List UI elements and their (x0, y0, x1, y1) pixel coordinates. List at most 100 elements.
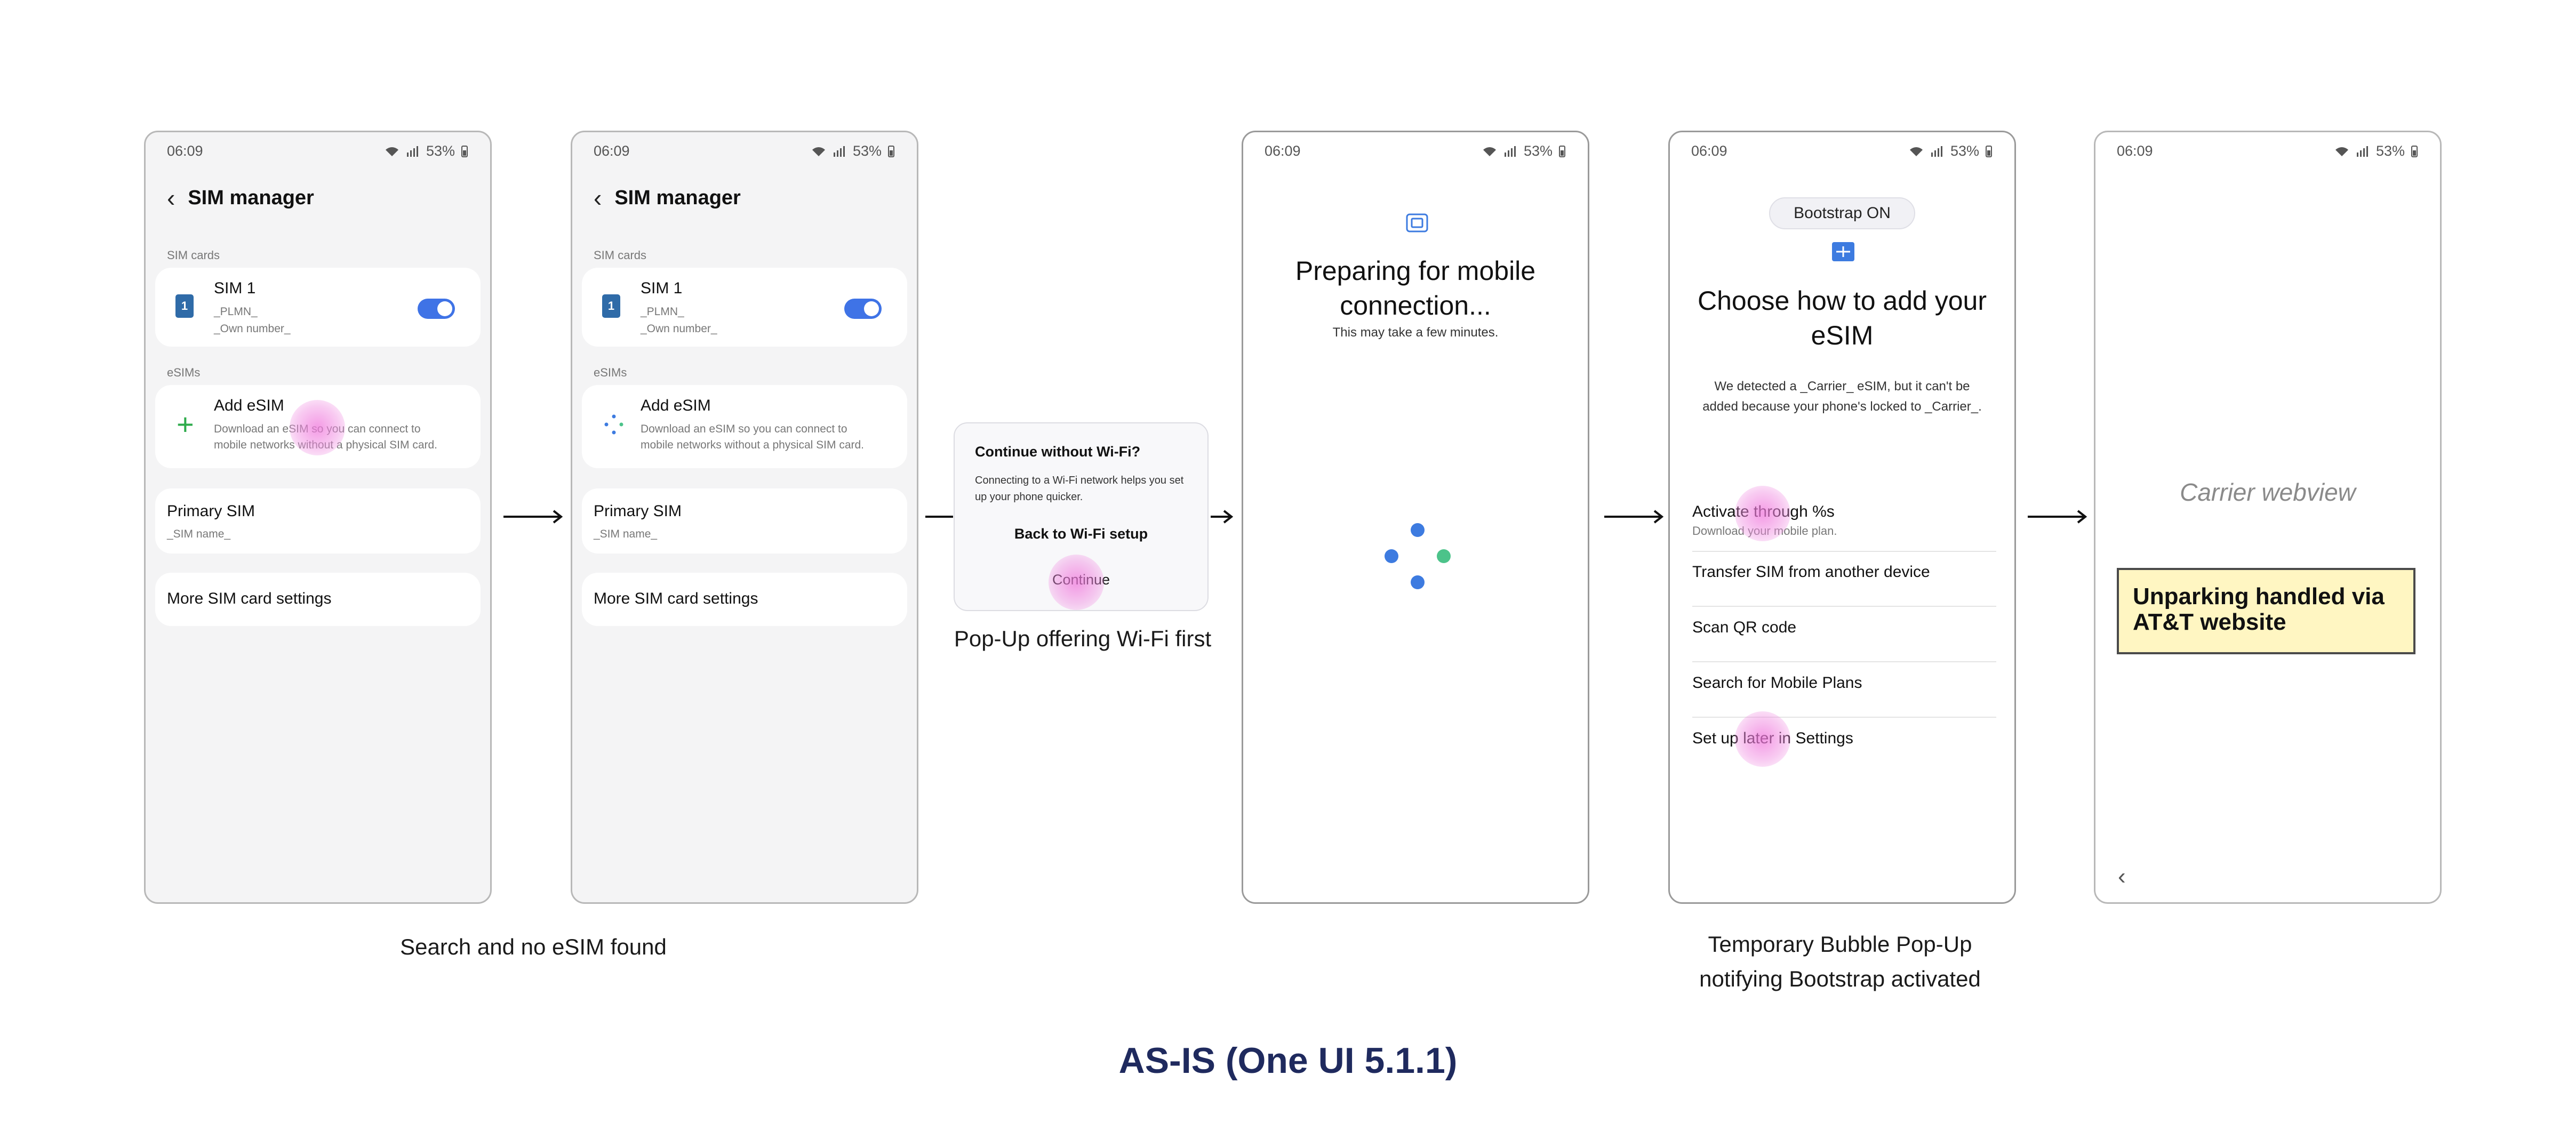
battery-icon (461, 145, 468, 157)
primary-sim-label: Primary SIM (167, 502, 255, 520)
battery-icon (1986, 145, 1992, 157)
section-label-sim-cards: SIM cards (594, 248, 647, 262)
option-set-up-later[interactable]: Set up later in Settings (1692, 729, 1853, 747)
dialog-body: Connecting to a Wi-Fi network helps you … (975, 475, 1184, 503)
option-scan-qr[interactable]: Scan QR code (1692, 619, 1797, 636)
option-activate-sublabel: Download your mobile plan. (1692, 524, 1837, 538)
status-time: 06:09 (594, 143, 630, 159)
more-sim-settings-label: More SIM card settings (167, 590, 332, 607)
option-activate-label: Activate through %s (1692, 503, 1835, 520)
screen-header: ‹ SIM manager (594, 186, 741, 210)
section-label-esims: eSIMs (167, 366, 201, 379)
phone-screen-preparing: 06:09 53% Preparing for mobile connectio… (1242, 131, 1589, 904)
add-esim-desc-2: mobile networks without a physical SIM c… (641, 439, 865, 451)
bootstrap-bubble: Bootstrap ON (1769, 197, 1915, 229)
status-time: 06:09 (1265, 143, 1301, 159)
add-esim-title: Add eSIM (214, 397, 284, 414)
battery-icon (888, 145, 894, 157)
primary-sim-name: _SIM name_ (167, 528, 231, 540)
add-esim-card[interactable]: Add eSIM Download an eSIM so you can con… (582, 385, 907, 468)
status-time: 06:09 (167, 143, 203, 159)
back-arrow-icon[interactable]: ‹ (594, 184, 602, 212)
wifi-icon (2335, 147, 2348, 156)
status-bar: 06:09 53% (2095, 132, 2440, 164)
option-activate-through[interactable]: Activate through %s Download your mobile… (1692, 503, 1996, 538)
caption-bootstrap-line-1: Temporary Bubble Pop-Up (1708, 932, 1972, 957)
arrow-right-icon (503, 510, 563, 524)
option-search-plans[interactable]: Search for Mobile Plans (1692, 674, 1862, 692)
choose-title-line-1: Choose how to add your (1697, 286, 1987, 316)
sim1-number: _Own number_ (641, 323, 717, 335)
preparing-title-line-2: connection... (1340, 291, 1491, 320)
wifi-icon (812, 147, 825, 156)
esim-chip-icon (1832, 242, 1854, 261)
sim1-name: SIM 1 (641, 279, 683, 297)
sim1-number: _Own number_ (214, 323, 291, 335)
section-label-sim-cards: SIM cards (167, 248, 220, 262)
signal-icon (1931, 146, 1942, 157)
sticky-note: Unparking handled via AT&T website (2117, 568, 2415, 654)
add-esim-desc-2: mobile networks without a physical SIM c… (214, 439, 438, 451)
sim1-toggle[interactable] (418, 299, 455, 319)
sim1-toggle[interactable] (844, 299, 882, 319)
sim1-plmn: _PLMN_ (641, 306, 684, 318)
preparing-title: Preparing for mobile connection... (1243, 254, 1588, 323)
choose-description-line-1: We detected a _Carrier_ eSIM, but it can… (1714, 379, 1970, 394)
preparing-title-line-1: Preparing for mobile (1295, 256, 1536, 286)
arrow-right-icon (925, 510, 1234, 524)
back-to-wifi-button[interactable]: Back to Wi-Fi setup (1014, 526, 1148, 542)
wifi-icon (1909, 147, 1923, 156)
sim1-name: SIM 1 (214, 279, 256, 297)
add-esim-card[interactable]: + Add eSIM Download an eSIM so you can c… (155, 385, 481, 468)
phone-screen-choose-esim: 06:09 53% Bootstrap ON Choose how to add… (1668, 131, 2016, 904)
signal-icon (2356, 146, 2368, 157)
continue-button[interactable]: Continue (1052, 572, 1110, 588)
more-sim-settings-label: More SIM card settings (594, 590, 758, 607)
sim1-card[interactable]: 1 SIM 1 _PLMN_ _Own number_ (582, 268, 907, 347)
arrow-right-icon (1604, 510, 1664, 524)
battery-percent: 53% (1950, 143, 1979, 159)
divider (1692, 606, 1996, 607)
battery-percent: 53% (2375, 143, 2405, 159)
signal-icon (1504, 146, 1516, 157)
screen-header: ‹ SIM manager (167, 186, 314, 210)
choose-title-line-2: eSIM (1811, 320, 1874, 350)
phone-screen-sim-manager-2: 06:09 53% ‹ SIM manager SIM cards 1 SIM … (571, 131, 918, 904)
status-bar: 06:09 53% (572, 132, 917, 164)
sim-card-icon: 1 (602, 294, 620, 318)
sim-card-icon: 1 (175, 294, 194, 318)
phone-screen-sim-manager-1: 06:09 53% ‹ SIM manager SIM cards 1 SIM … (144, 131, 492, 904)
status-time: 06:09 (1691, 143, 1727, 159)
caption-popup-wifi: Pop-Up offering Wi-Fi first (954, 626, 1212, 651)
option-transfer-sim[interactable]: Transfer SIM from another device (1692, 563, 1930, 581)
back-arrow-icon[interactable]: ‹ (167, 184, 175, 212)
add-esim-desc-1: Download an eSIM so you can connect to (641, 423, 847, 435)
wifi-icon (1483, 147, 1496, 156)
caption-bootstrap-line-2: notifying Bootstrap activated (1699, 966, 1981, 992)
loading-dots-icon (604, 414, 623, 435)
status-time: 06:09 (2117, 143, 2153, 159)
loading-dots-icon (1385, 523, 1451, 589)
more-sim-settings-card[interactable]: More SIM card settings (155, 573, 481, 626)
battery-percent: 53% (1523, 143, 1553, 159)
section-label-esims: eSIMs (594, 366, 627, 379)
preparing-subtitle: This may take a few minutes. (1332, 325, 1499, 340)
battery-icon (1559, 145, 1565, 157)
primary-sim-card[interactable]: Primary SIM _SIM name_ (155, 488, 481, 554)
add-esim-title: Add eSIM (641, 397, 711, 414)
status-bar: 06:09 53% (1670, 132, 2014, 164)
more-sim-settings-card[interactable]: More SIM card settings (582, 573, 907, 626)
signal-icon (833, 146, 845, 157)
signal-icon (406, 146, 418, 157)
back-arrow-icon[interactable]: ‹ (2118, 863, 2126, 889)
add-esim-desc-1: Download an eSIM so you can connect to (214, 423, 421, 435)
choose-description-line-2: added because your phone's locked to _Ca… (1702, 399, 1982, 414)
page-title: SIM manager (188, 186, 314, 209)
sim1-plmn: _PLMN_ (214, 306, 258, 318)
divider (1692, 717, 1996, 718)
primary-sim-card[interactable]: Primary SIM _SIM name_ (582, 488, 907, 554)
status-bar: 06:09 53% (146, 132, 490, 164)
wifi-icon (385, 147, 398, 156)
plus-icon: + (177, 407, 194, 441)
sim1-card[interactable]: 1 SIM 1 _PLMN_ _Own number_ (155, 268, 481, 347)
